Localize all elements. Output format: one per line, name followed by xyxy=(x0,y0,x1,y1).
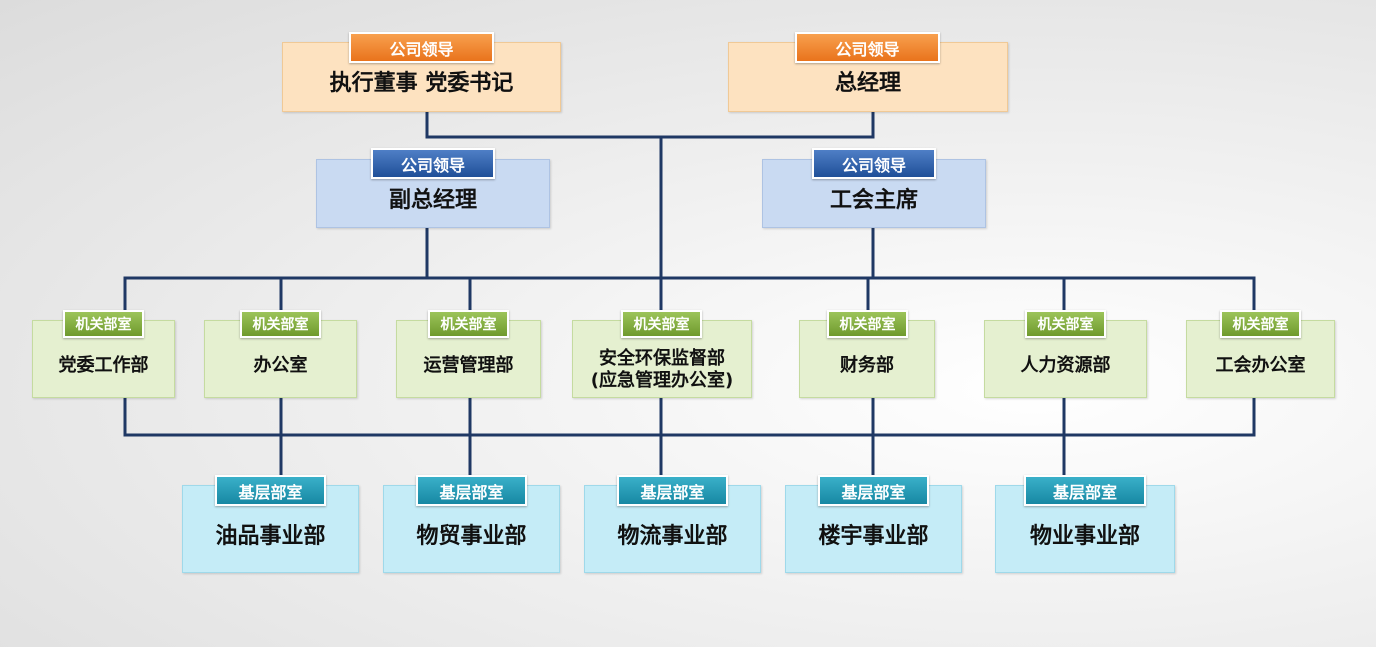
role-tag: 公司领导 xyxy=(371,148,495,179)
role-tag: 公司领导 xyxy=(349,32,494,63)
connector-group xyxy=(123,109,1256,488)
dept-name: 安全环保监督部 (应急管理办公室) xyxy=(590,347,734,392)
node-title: 总经理 xyxy=(834,71,901,97)
node-executive-director: 执行董事 党委书记 公司领导 xyxy=(282,32,561,112)
node-box: 物流事业部 xyxy=(584,485,761,573)
node-union-chairman: 工会主席 公司领导 xyxy=(762,148,986,228)
dept-tag: 机关部室 xyxy=(240,310,321,338)
unit-logistics: 物流事业部 基层部室 xyxy=(584,475,761,573)
unit-building: 楼宇事业部 基层部室 xyxy=(785,475,962,573)
node-general-manager: 总经理 公司领导 xyxy=(728,32,1008,112)
unit-name: 楼宇事业部 xyxy=(818,524,929,550)
unit-tag: 基层部室 xyxy=(1024,475,1146,506)
dept-tag: 机关部室 xyxy=(428,310,509,338)
unit-oil-products: 油品事业部 基层部室 xyxy=(182,475,359,573)
node-deputy-general-manager: 副总经理 公司领导 xyxy=(316,148,550,228)
unit-trade: 物贸事业部 基层部室 xyxy=(383,475,560,573)
role-tag: 公司领导 xyxy=(795,32,940,63)
dept-tag: 机关部室 xyxy=(621,310,702,338)
unit-name: 物贸事业部 xyxy=(416,524,527,550)
unit-tag: 基层部室 xyxy=(215,475,326,506)
dept-human-resources: 人力资源部 机关部室 xyxy=(984,310,1147,398)
node-title: 工会主席 xyxy=(829,187,918,213)
node-box: 工会主席 xyxy=(762,159,986,228)
dept-name: 运营管理部 xyxy=(423,354,514,376)
dept-name: 财务部 xyxy=(840,354,894,376)
node-title: 副总经理 xyxy=(388,187,477,213)
dept-tag: 机关部室 xyxy=(63,310,144,338)
dept-name: 人力资源部 xyxy=(1020,354,1111,376)
dept-name: 工会办公室 xyxy=(1215,354,1306,376)
dept-tag: 机关部室 xyxy=(1025,310,1106,338)
unit-tag: 基层部室 xyxy=(617,475,728,506)
dept-office: 办公室 机关部室 xyxy=(204,310,357,398)
dept-finance: 财务部 机关部室 xyxy=(799,310,935,398)
dept-tag: 机关部室 xyxy=(827,310,908,338)
unit-name: 物流事业部 xyxy=(617,524,728,550)
node-box: 执行董事 党委书记 xyxy=(282,42,561,112)
unit-name: 物业事业部 xyxy=(1029,524,1140,550)
unit-property: 物业事业部 基层部室 xyxy=(995,475,1175,573)
node-title: 执行董事 党委书记 xyxy=(329,71,514,97)
dept-party-work: 党委工作部 机关部室 xyxy=(32,310,175,398)
unit-name: 油品事业部 xyxy=(215,524,326,550)
dept-tag: 机关部室 xyxy=(1220,310,1301,338)
dept-name: 党委工作部 xyxy=(58,354,149,376)
role-tag: 公司领导 xyxy=(812,148,936,179)
dept-operations: 运营管理部 机关部室 xyxy=(396,310,541,398)
dept-safety-environment: 安全环保监督部 (应急管理办公室) 机关部室 xyxy=(572,310,752,398)
unit-tag: 基层部室 xyxy=(818,475,929,506)
dept-union-office: 工会办公室 机关部室 xyxy=(1186,310,1335,398)
dept-name: 办公室 xyxy=(253,354,308,376)
unit-tag: 基层部室 xyxy=(416,475,527,506)
